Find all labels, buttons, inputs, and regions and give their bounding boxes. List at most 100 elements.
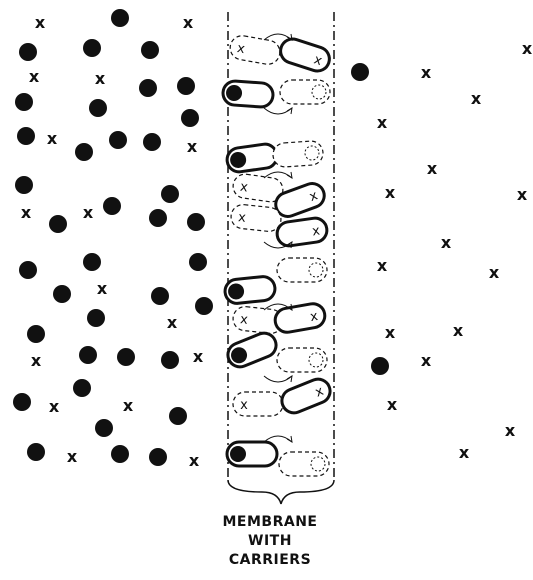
caption-line-2: WITH bbox=[200, 533, 340, 549]
membrane-brace bbox=[228, 480, 334, 504]
left-solid-particle bbox=[13, 393, 31, 411]
left-solid-particle bbox=[149, 209, 167, 227]
left-solid-particle bbox=[143, 133, 161, 151]
carrier-body bbox=[277, 348, 327, 372]
left-solid-particle bbox=[111, 9, 129, 27]
right-x-particle: x bbox=[421, 351, 432, 370]
carrier-body bbox=[280, 80, 330, 104]
carrier-body bbox=[276, 217, 329, 248]
right-x-particle: x bbox=[505, 421, 516, 440]
right-x-particle: x bbox=[453, 321, 464, 340]
left-solid-particle bbox=[73, 379, 91, 397]
right-x-particle: x bbox=[427, 159, 438, 178]
carried-solid-particle bbox=[230, 446, 246, 462]
right-x-particle: x bbox=[377, 113, 388, 132]
left-solid-particle bbox=[27, 325, 45, 343]
right-x-particle: x bbox=[377, 256, 388, 275]
left-solid-particle bbox=[49, 215, 67, 233]
left-solid-particle bbox=[15, 176, 33, 194]
right-x-particle: x bbox=[385, 323, 396, 342]
left-solid-particle bbox=[89, 99, 107, 117]
left-solid-particle bbox=[83, 39, 101, 57]
left-solid-particle bbox=[161, 351, 179, 369]
carrier bbox=[277, 258, 327, 282]
carrier bbox=[222, 80, 274, 107]
carrier: x bbox=[228, 34, 281, 66]
left-solid-particle bbox=[151, 287, 169, 305]
left-solid-particle bbox=[83, 253, 101, 271]
right-x-particle: x bbox=[517, 185, 528, 204]
carrier: x bbox=[233, 392, 283, 416]
left-solid-particle bbox=[117, 348, 135, 366]
right-solid-particle bbox=[351, 63, 369, 81]
left-x-particle: x bbox=[193, 347, 204, 366]
left-x-particle: x bbox=[31, 351, 42, 370]
left-solid-particle bbox=[109, 131, 127, 149]
carrier: x bbox=[230, 203, 282, 232]
arrow-head bbox=[287, 376, 292, 382]
right-x-particle: x bbox=[421, 63, 432, 82]
carrier-body bbox=[272, 140, 324, 167]
left-solid-particle bbox=[27, 443, 45, 461]
left-solid-particle bbox=[149, 448, 167, 466]
carrier bbox=[224, 330, 279, 371]
right-x-particle: x bbox=[471, 89, 482, 108]
left-solid-particle bbox=[169, 407, 187, 425]
left-solid-particle bbox=[181, 109, 199, 127]
arrow-head bbox=[287, 172, 292, 178]
carrier bbox=[226, 143, 279, 174]
left-x-particle: x bbox=[187, 137, 198, 156]
right-x-particle: x bbox=[489, 263, 500, 282]
carrier bbox=[279, 452, 329, 476]
left-x-particle: x bbox=[67, 447, 78, 466]
carrier bbox=[280, 80, 330, 104]
left-solid-particle bbox=[189, 253, 207, 271]
left-solid-particle bbox=[79, 346, 97, 364]
left-solid-particle bbox=[15, 93, 33, 111]
caption-line-1: MEMBRANE bbox=[200, 514, 340, 530]
right-x-particle: x bbox=[441, 233, 452, 252]
left-solid-particle bbox=[53, 285, 71, 303]
carrier: x bbox=[278, 376, 333, 417]
left-solid-particle bbox=[19, 43, 37, 61]
carrier-body bbox=[273, 302, 326, 334]
caption-line-3: CARRIERS bbox=[200, 552, 340, 568]
right-x-particle: x bbox=[385, 183, 396, 202]
right-x-particle: x bbox=[522, 39, 533, 58]
left-solid-particle bbox=[161, 185, 179, 203]
left-solid-particle bbox=[139, 79, 157, 97]
carrier: x bbox=[278, 36, 333, 74]
left-solid-particle bbox=[95, 419, 113, 437]
carrier bbox=[272, 140, 324, 167]
left-solid-particle bbox=[177, 77, 195, 95]
left-solid-particle bbox=[195, 297, 213, 315]
left-x-particle: x bbox=[123, 396, 134, 415]
left-solid-particle bbox=[75, 143, 93, 161]
left-x-particle: x bbox=[83, 203, 94, 222]
carrier bbox=[224, 275, 276, 304]
right-solid-particle bbox=[371, 357, 389, 375]
arrow-head bbox=[287, 108, 292, 114]
left-x-particle: x bbox=[97, 279, 108, 298]
left-solid-particle bbox=[141, 41, 159, 59]
left-x-particle: x bbox=[49, 397, 60, 416]
carrier-body bbox=[278, 376, 333, 417]
left-solid-particle bbox=[103, 197, 121, 215]
left-solid-particle bbox=[111, 445, 129, 463]
left-compartment-particles: xxxxxxxxxxxxxxxx bbox=[13, 9, 213, 470]
left-x-particle: x bbox=[189, 451, 200, 470]
left-x-particle: x bbox=[167, 313, 178, 332]
left-x-particle: x bbox=[35, 13, 46, 32]
left-solid-particle bbox=[87, 309, 105, 327]
arrow-head bbox=[287, 436, 292, 442]
carrier: x bbox=[273, 302, 326, 334]
right-x-particle: x bbox=[459, 443, 470, 462]
carrier-body bbox=[224, 330, 279, 371]
left-x-particle: x bbox=[29, 67, 40, 86]
left-solid-particle bbox=[19, 261, 37, 279]
carrier bbox=[277, 348, 327, 372]
